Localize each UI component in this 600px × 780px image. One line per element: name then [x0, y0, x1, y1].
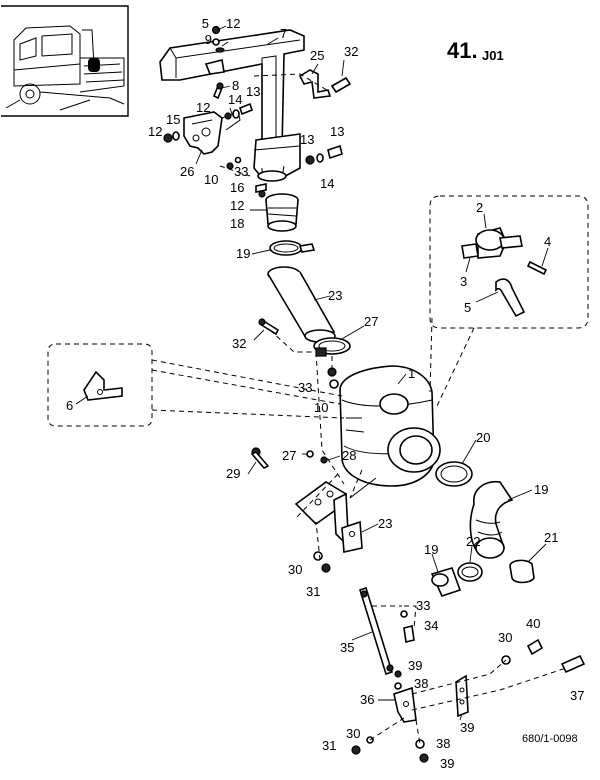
part-label: 23: [378, 516, 392, 531]
duct-clip: [204, 59, 225, 75]
part-label: 32: [232, 336, 246, 351]
part-label: 39: [460, 720, 474, 735]
part-label: 3: [460, 274, 467, 289]
part-label: 22: [466, 534, 480, 549]
part-label: 36: [360, 692, 374, 707]
part-label: 12: [230, 198, 244, 213]
assembly-lines: [219, 73, 567, 745]
part-label: 9: [205, 32, 212, 47]
part-label: 19: [534, 482, 548, 497]
title-sub: J01: [482, 48, 504, 63]
part-label: 16: [230, 180, 244, 195]
part-label: 4: [544, 234, 551, 249]
intake-hose: [258, 193, 351, 389]
part-label: 27: [282, 448, 296, 463]
part-label: 12: [196, 100, 210, 115]
part-label: 14: [228, 92, 242, 107]
part-label: 25: [310, 48, 324, 63]
part-label: 10: [204, 172, 218, 187]
intake-duct: [159, 29, 305, 182]
part-label: 31: [306, 584, 320, 599]
part-label: 37: [570, 688, 584, 703]
part-label: 39: [440, 756, 454, 771]
mounting-bracket: [183, 111, 241, 155]
diagram-title: 41. J01: [447, 38, 504, 63]
part-label: 39: [408, 658, 422, 673]
part-label: 32: [344, 44, 358, 59]
part-label: 15: [166, 112, 180, 127]
part-label: 33: [298, 380, 312, 395]
leader-lines: [75, 25, 549, 721]
part-label: 19: [236, 246, 250, 261]
air-cleaner-housing: [339, 365, 441, 487]
part-label: 40: [526, 616, 540, 631]
fasteners: [163, 25, 352, 198]
part-label: 21: [544, 530, 558, 545]
part-label: 7: [280, 26, 287, 41]
part-label: 38: [436, 736, 450, 751]
part-label: 5: [464, 300, 471, 315]
part-label: 10: [314, 400, 328, 415]
part-label: 1: [408, 366, 415, 381]
duct-support-bracket: [298, 69, 332, 99]
part-label: 6: [66, 398, 73, 413]
part-label: 34: [424, 618, 438, 633]
part-label: 23: [328, 288, 342, 303]
part-label: 14: [320, 176, 334, 191]
part-label: 13: [330, 124, 344, 139]
part-label: 19: [424, 542, 438, 557]
part-label: 33: [416, 598, 430, 613]
part-label: 30: [346, 726, 360, 741]
part-label: 30: [288, 562, 302, 577]
part-label: 20: [476, 430, 490, 445]
part-label: 28: [342, 448, 356, 463]
part-label: 35: [340, 640, 354, 655]
outlet-parts: [430, 461, 535, 597]
part-label: 13: [300, 132, 314, 147]
part-label: 13: [246, 84, 260, 99]
detail-callout-sensor: [429, 195, 589, 409]
part-labels: 5 12 9 7 8 25 32 12 14 13 12 15 26 10 33…: [66, 16, 584, 771]
truck-location-inset: [1, 5, 129, 117]
part-label: 18: [230, 216, 244, 231]
part-label: 27: [364, 314, 378, 329]
part-label: 12: [226, 16, 240, 31]
part-label: 29: [226, 466, 240, 481]
part-label: 2: [476, 200, 483, 215]
part-label: 31: [322, 738, 336, 753]
part-label: 33: [234, 164, 248, 179]
support-rod: [351, 586, 586, 763]
part-label: 26: [180, 164, 194, 179]
part-label: 12: [148, 124, 162, 139]
detail-callout-bracket: [47, 343, 345, 427]
part-label: 8: [232, 78, 239, 93]
title-main: 41.: [447, 38, 478, 63]
part-label: 5: [202, 16, 209, 31]
part-label: 30: [498, 630, 512, 645]
part-label: 38: [414, 676, 428, 691]
support-bracket: [250, 447, 377, 573]
drawing-reference: 680/1-0098: [522, 733, 578, 745]
